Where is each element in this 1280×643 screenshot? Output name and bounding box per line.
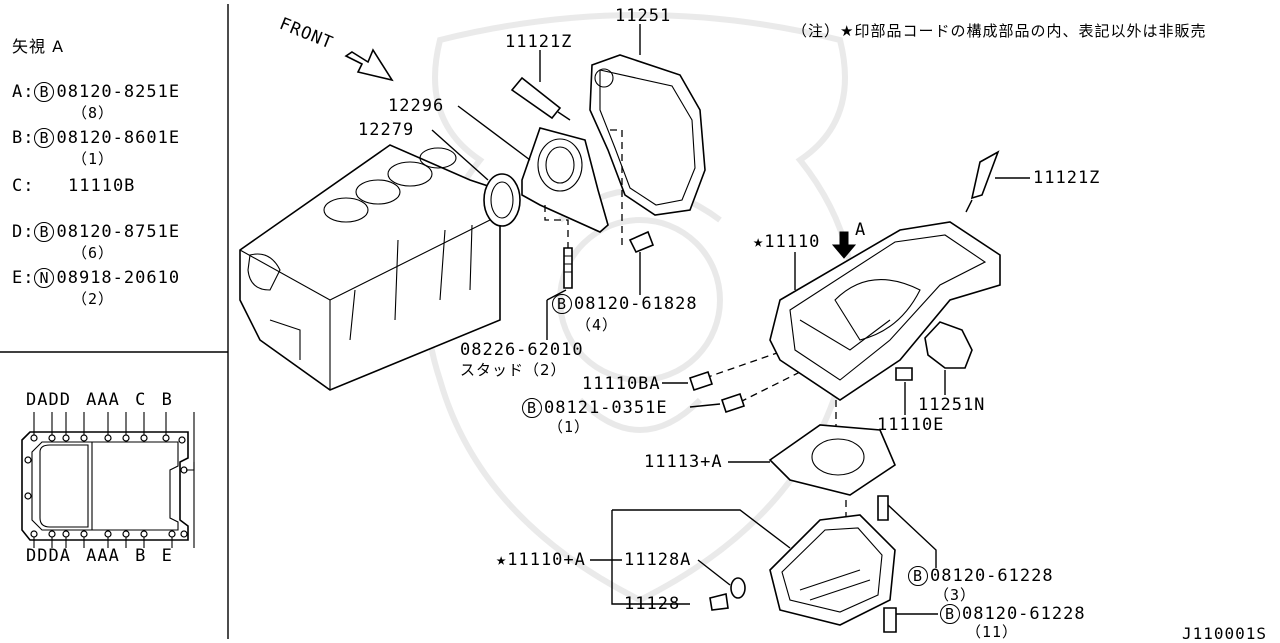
view-a-bolt-holes bbox=[24, 434, 188, 538]
label-08226-62010: 08226-62010 bbox=[460, 340, 584, 360]
legend-qty: （8） bbox=[72, 104, 115, 122]
lower-oil-pan bbox=[769, 514, 896, 626]
legend-code: 08120-8751E bbox=[56, 222, 181, 242]
view-a-title: 矢視 A bbox=[12, 37, 65, 56]
label-stud: スタッド（2） bbox=[460, 361, 567, 379]
legend-code: 11110B bbox=[68, 176, 136, 196]
drain-plug-11128 bbox=[709, 593, 729, 611]
sealant-tube-right bbox=[965, 150, 1000, 213]
sealant-tube-upper bbox=[510, 76, 571, 121]
reference-code: J110001S bbox=[1182, 624, 1268, 643]
legend-key: B: bbox=[12, 128, 35, 148]
oil-seal-12279 bbox=[483, 173, 521, 227]
label-11251n: 11251N bbox=[918, 395, 986, 415]
label-11121z-upper: 11121Z bbox=[505, 32, 573, 52]
view-a-bottom-letters: DDDA AAA B E bbox=[26, 546, 173, 566]
label-11110-a: ★11110+A bbox=[496, 550, 586, 570]
label-11110: ★11110 bbox=[753, 232, 821, 252]
bolt-08121 bbox=[720, 392, 746, 414]
b-circle-icon: B bbox=[940, 604, 960, 624]
front-arrow-icon bbox=[344, 48, 394, 82]
stud-08226 bbox=[563, 247, 573, 289]
view-a-pan-outline bbox=[21, 431, 189, 541]
label-11110e: 11110E bbox=[877, 415, 945, 435]
view-a-top-letters: DADD AAA C B bbox=[26, 390, 173, 410]
label-arrow-a: A bbox=[855, 220, 867, 240]
qty-08120-61228-upper: （3） bbox=[934, 586, 977, 604]
legend-key: D: bbox=[12, 222, 35, 242]
view-a-callout-lines bbox=[33, 412, 195, 548]
qty-08120-61228-lower: （11） bbox=[966, 623, 1019, 641]
legend-code: 08120-8251E bbox=[56, 82, 181, 102]
legend-code: 08120-8601E bbox=[56, 128, 181, 148]
rear-plate-11251 bbox=[589, 54, 706, 216]
bolt-08120-61228-upper bbox=[877, 495, 889, 521]
note-text: （注）★印部品コードの構成部品の内、表記以外は非販売 bbox=[792, 22, 1207, 40]
label-12296: 12296 bbox=[388, 96, 445, 116]
legend-circle-icon: B bbox=[34, 222, 55, 242]
label-11113: 11113+A bbox=[644, 452, 723, 472]
legend-circle-icon: N bbox=[34, 268, 55, 288]
b-circle-icon: B bbox=[522, 398, 542, 418]
seal-retainer-12296 bbox=[521, 127, 609, 233]
engine-block bbox=[239, 144, 501, 391]
upper-oil-pan-11110 bbox=[769, 221, 1001, 401]
legend-qty: （6） bbox=[72, 244, 115, 262]
legend-code: 08918-20610 bbox=[56, 268, 181, 288]
bolt-08120-61228-lower bbox=[883, 607, 897, 633]
legend-circle-icon: B bbox=[34, 128, 55, 148]
bolt-11110e bbox=[895, 367, 913, 381]
b-circle-icon: B bbox=[908, 566, 928, 586]
legend-circle-icon: B bbox=[34, 82, 55, 102]
part-code: 08120-61228 bbox=[930, 566, 1054, 586]
bolt-08120-61828 bbox=[628, 230, 655, 254]
legend-key: A: bbox=[12, 82, 35, 102]
b-circle-icon: B bbox=[552, 294, 572, 314]
qty-08120-61828: （4） bbox=[576, 316, 619, 334]
label-11251: 11251 bbox=[615, 6, 672, 26]
legend-key: E: bbox=[12, 268, 35, 288]
bolt-11110ba bbox=[688, 370, 714, 392]
drain-washer-11128a bbox=[730, 577, 746, 599]
qty-08121: （1） bbox=[548, 418, 591, 436]
legend-qty: （2） bbox=[72, 290, 115, 308]
part-code: 08120-61228 bbox=[962, 604, 1086, 624]
label-11121z-right: 11121Z bbox=[1033, 168, 1101, 188]
cover-11251n bbox=[924, 321, 973, 369]
view-arrow-a-icon bbox=[831, 231, 857, 259]
legend-qty: （1） bbox=[72, 150, 115, 168]
label-12279: 12279 bbox=[358, 120, 415, 140]
legend-key: C: bbox=[12, 176, 35, 196]
label-11128: 11128 bbox=[624, 594, 681, 614]
label-11128a: 11128A bbox=[624, 550, 692, 570]
legend-row-c: C: bbox=[12, 176, 34, 196]
label-11110ba: 11110BA bbox=[582, 374, 661, 394]
part-code: 08121-0351E bbox=[544, 398, 668, 418]
baffle-11113 bbox=[768, 424, 896, 496]
part-code: 08120-61828 bbox=[574, 294, 698, 314]
